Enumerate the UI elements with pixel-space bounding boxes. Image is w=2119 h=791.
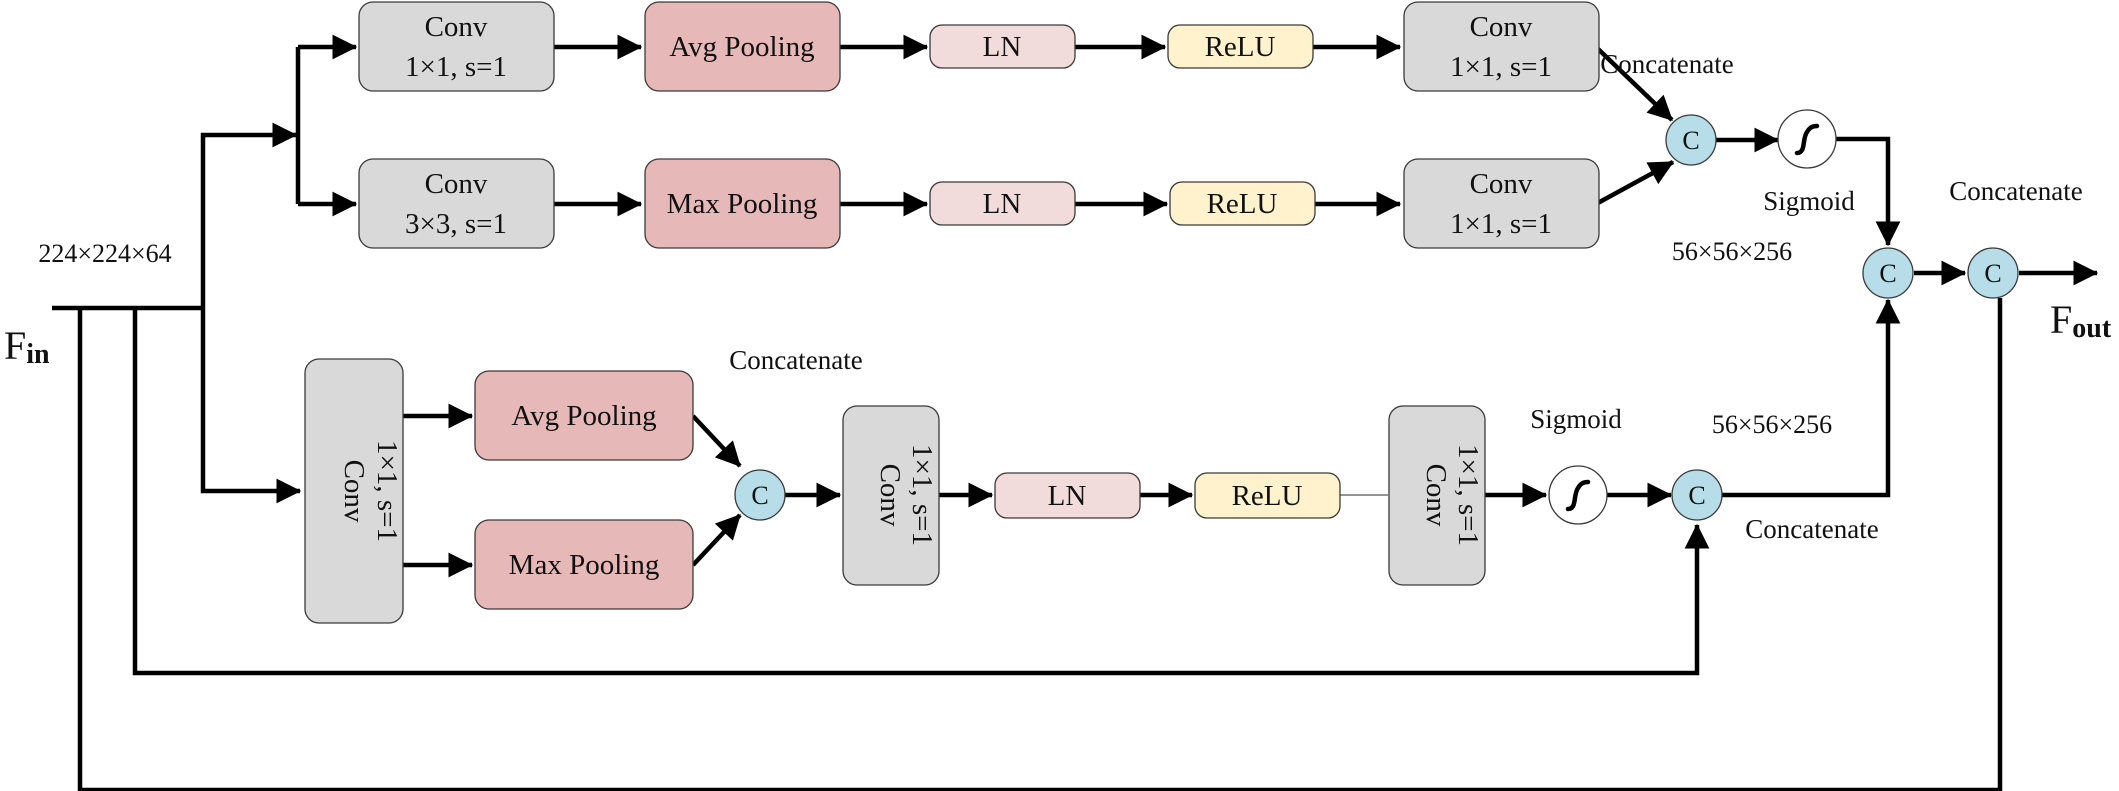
conv-1x1-upper-2-out: Conv 1×1, s=1 (1403, 158, 1600, 249)
svg-text:1×1, s=1: 1×1, s=1 (1452, 444, 1484, 546)
conv-3x3-upper-2: Conv 3×3, s=1 (358, 158, 555, 249)
concat-node-lower-2: C (1671, 469, 1723, 521)
ln-lower: LN (994, 472, 1141, 519)
ln-upper-1: LN (929, 24, 1076, 69)
svg-text:Max Pooling: Max Pooling (509, 549, 660, 581)
conv-1x1-lower-3: Conv 1×1, s=1 (1388, 405, 1486, 586)
avg-pooling-lower: Avg Pooling (474, 370, 694, 461)
concatenate-label-top: Concatenate (1600, 49, 1733, 79)
svg-text:Conv: Conv (1470, 168, 1533, 200)
concat-node-final: C (1967, 247, 2019, 299)
svg-text:1×1, s=1: 1×1, s=1 (1450, 208, 1552, 240)
sigmoid-label-top: Sigmoid (1763, 186, 1855, 216)
svg-text:C: C (1682, 126, 1699, 155)
svg-text:LN: LN (983, 188, 1022, 220)
conv-1x1-lower-2: Conv 1×1, s=1 (842, 405, 940, 586)
svg-text:Conv: Conv (425, 168, 488, 200)
svg-text:Conv: Conv (1470, 11, 1533, 43)
svg-text:Conv: Conv (338, 460, 370, 523)
ln-upper-2: LN (929, 181, 1076, 226)
svg-text:C: C (1879, 259, 1896, 288)
svg-text:ReLU: ReLU (1207, 188, 1278, 220)
concatenate-label-lower-1: Concatenate (729, 345, 862, 375)
svg-text:C: C (751, 481, 768, 510)
svg-text:3×3, s=1: 3×3, s=1 (405, 208, 507, 240)
svg-text:Avg Pooling: Avg Pooling (511, 400, 656, 432)
dim-label-lower: 56×56×256 (1712, 410, 1832, 439)
svg-text:ReLU: ReLU (1205, 31, 1276, 63)
avg-pooling-upper: Avg Pooling (644, 1, 841, 92)
conv-1x1-upper-1: Conv 1×1, s=1 (358, 1, 555, 92)
f-in-label: Fin (4, 323, 50, 370)
svg-text:Max Pooling: Max Pooling (667, 188, 818, 220)
svg-text:C: C (1984, 259, 2001, 288)
svg-text:Conv: Conv (874, 464, 906, 527)
sigmoid-label-lower: Sigmoid (1530, 404, 1622, 434)
connections (52, 34, 2099, 791)
svg-text:1×1, s=1: 1×1, s=1 (405, 51, 507, 83)
sigmoid-node-lower (1548, 465, 1608, 525)
concat-node-merge: C (1862, 247, 1914, 299)
svg-text:1×1, s=1: 1×1, s=1 (1450, 51, 1552, 83)
relu-upper-1: ReLU (1167, 24, 1314, 69)
conv-1x1-upper-1-out: Conv 1×1, s=1 (1403, 1, 1600, 92)
concatenate-label-lower-2: Concatenate (1745, 514, 1878, 544)
svg-text:Conv: Conv (1420, 464, 1452, 527)
svg-text:Conv: Conv (425, 11, 488, 43)
max-pooling-upper: Max Pooling (644, 158, 841, 249)
sigmoid-node-top (1777, 109, 1837, 169)
max-pooling-lower: Max Pooling (474, 519, 694, 610)
concat-node-lower-1: C (734, 469, 786, 521)
dim-label-upper: 56×56×256 (1672, 237, 1792, 266)
svg-text:LN: LN (983, 31, 1022, 63)
svg-text:1×1, s=1: 1×1, s=1 (906, 444, 938, 546)
svg-text:1×1, s=1: 1×1, s=1 (371, 440, 403, 542)
concatenate-label-final: Concatenate (1949, 176, 2082, 206)
svg-text:LN: LN (1048, 480, 1087, 512)
conv-1x1-lower-vertical: Conv 1×1, s=1 (304, 358, 404, 624)
relu-upper-2: ReLU (1169, 181, 1316, 226)
svg-text:ReLU: ReLU (1232, 480, 1303, 512)
svg-text:C: C (1688, 481, 1705, 510)
relu-lower: ReLU (1194, 472, 1341, 519)
f-out-label: Fout (2050, 297, 2112, 344)
concat-node-top: C (1665, 114, 1717, 166)
input-dim-label: 224×224×64 (38, 239, 171, 268)
svg-text:Avg Pooling: Avg Pooling (669, 31, 814, 63)
